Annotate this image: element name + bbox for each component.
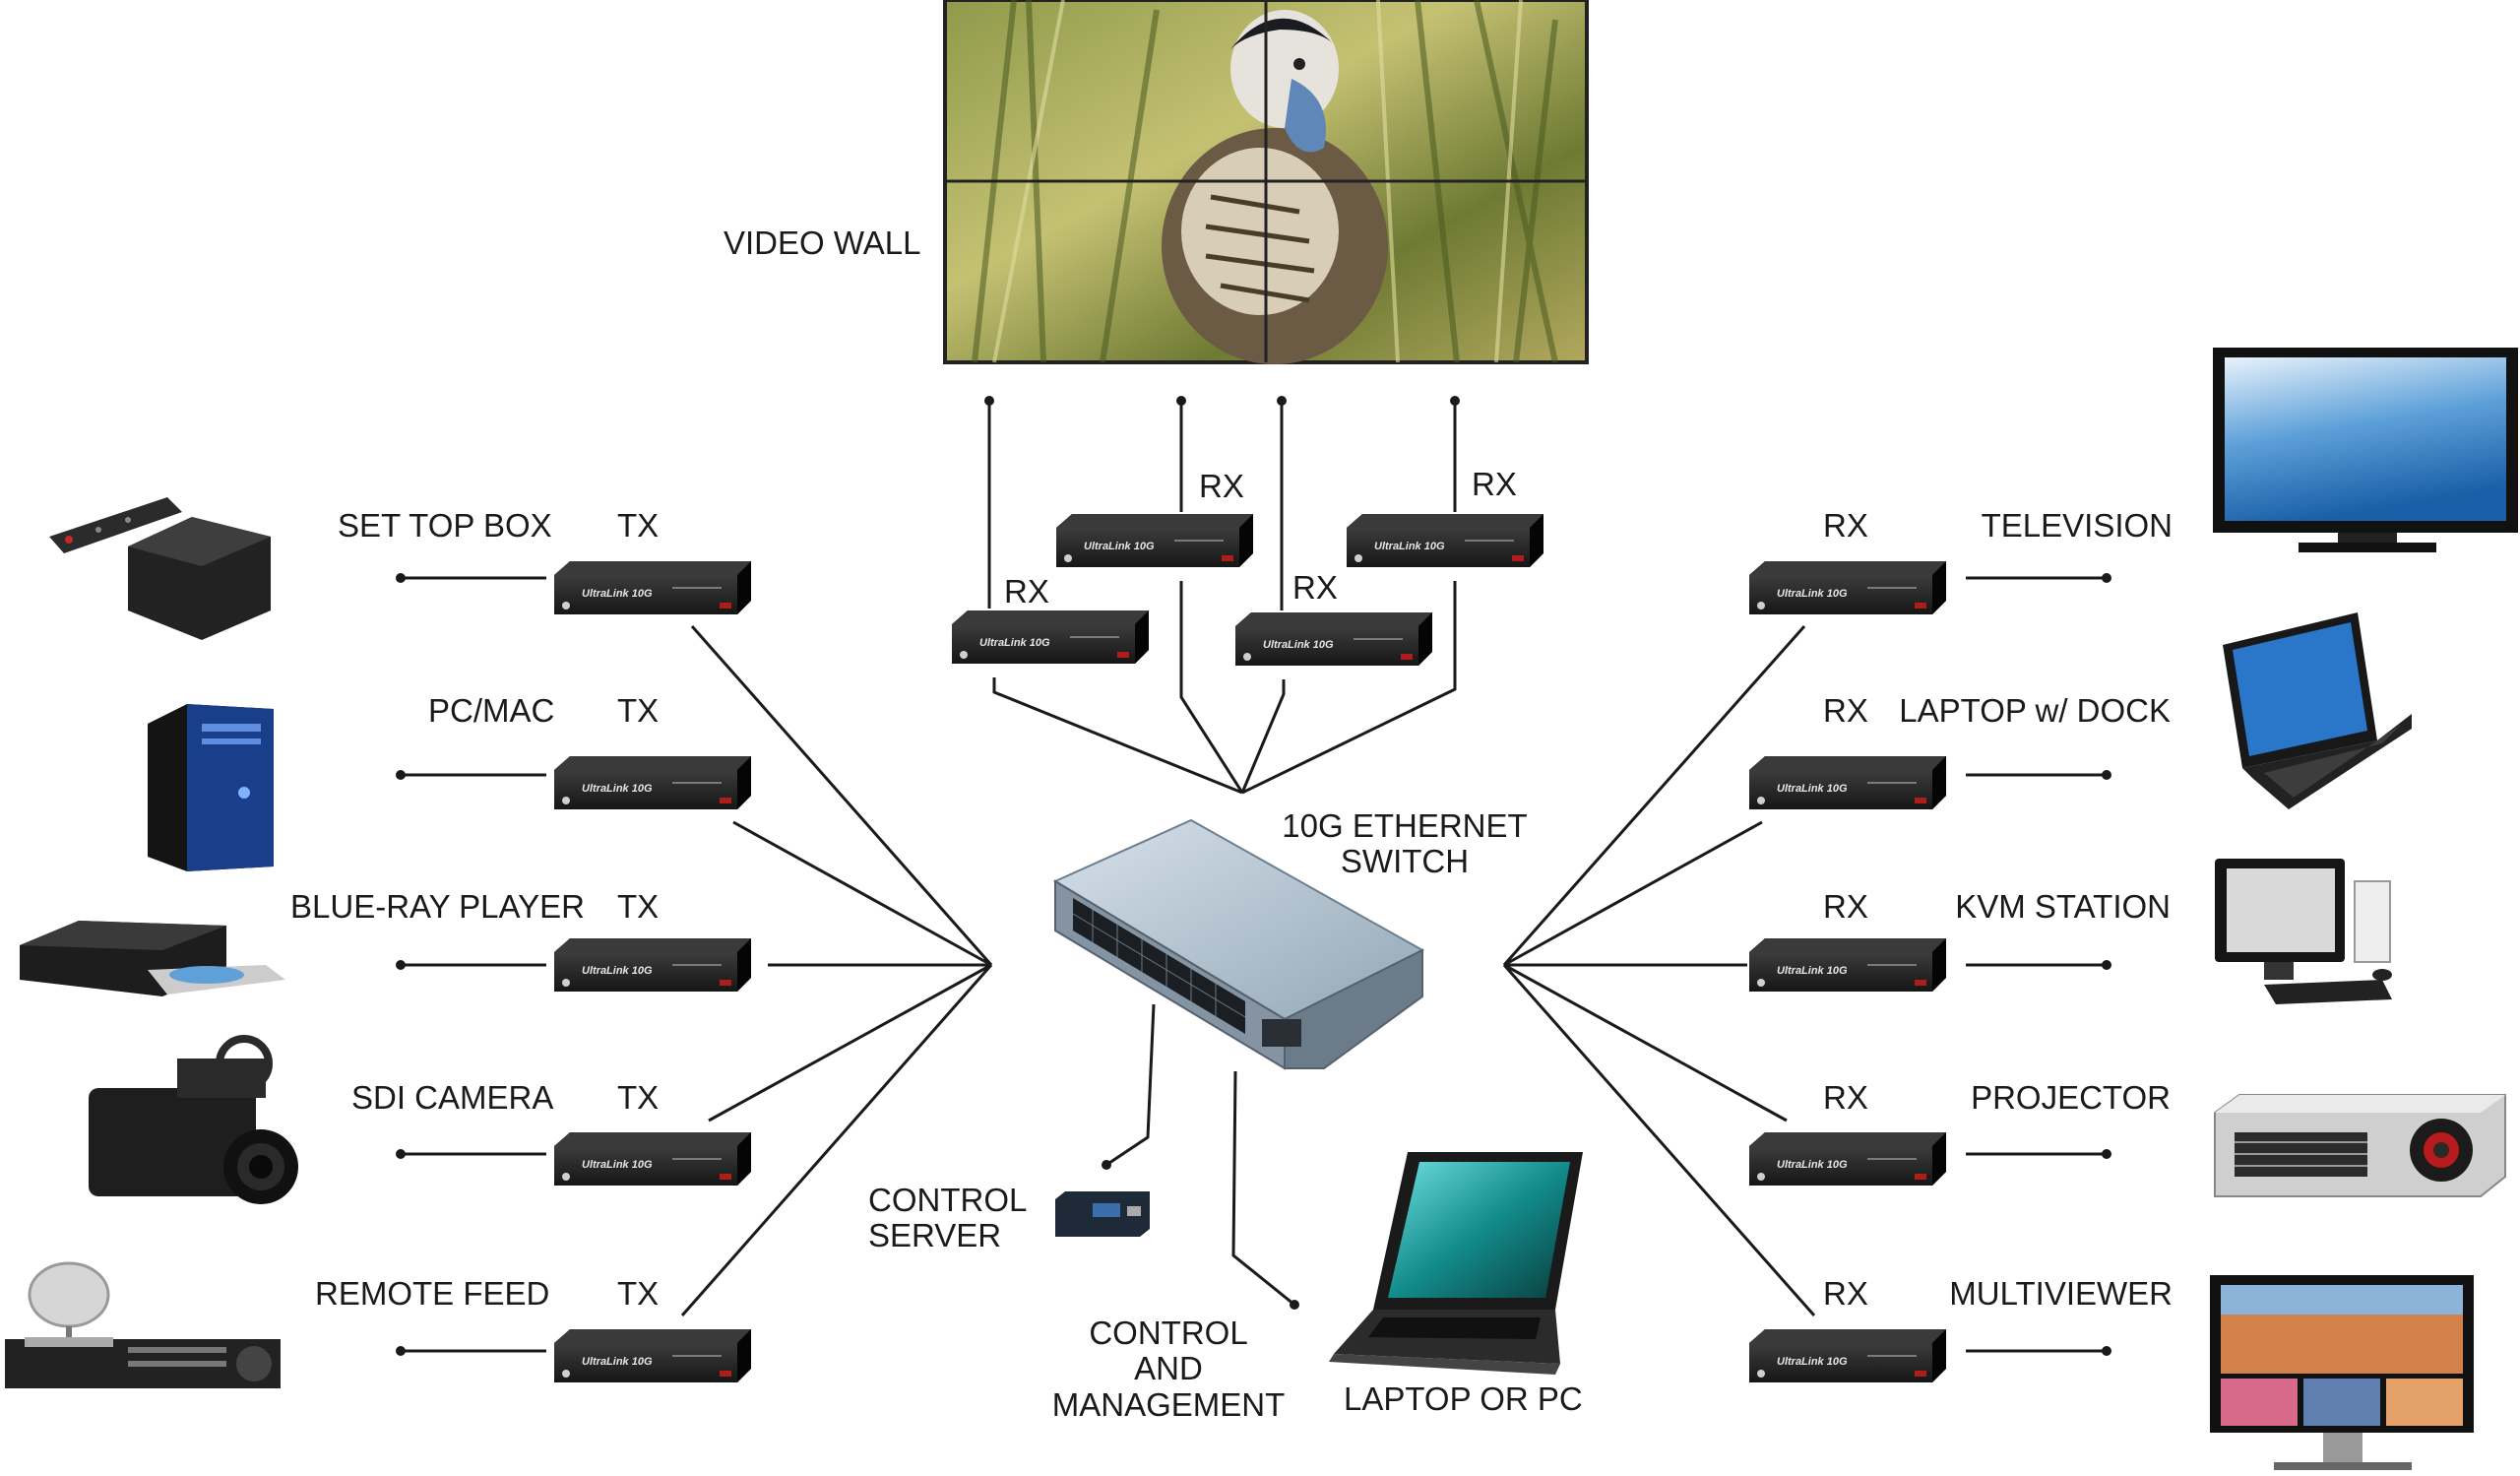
device-brand: UltraLink 10G	[1777, 783, 1848, 795]
ethernet-switch-image	[1052, 818, 1425, 1070]
device-brand: UltraLink 10G	[1777, 1356, 1848, 1368]
wall-receiver-1: UltraLink 10G	[952, 610, 1149, 664]
source-set-top-box-image	[49, 497, 271, 640]
device-brand: UltraLink 10G	[1777, 965, 1848, 977]
device-brand: UltraLink 10G	[582, 588, 653, 600]
rx-box-5: UltraLink 10G	[1749, 1329, 1946, 1382]
rx-tag-4: RX	[1823, 1079, 1868, 1116]
device-brand: UltraLink 10G	[1263, 639, 1334, 651]
control-server-label-line1: CONTROL	[868, 1182, 1027, 1218]
wall-rx-tag-2: RX	[1199, 468, 1244, 504]
display-laptop-dock-image	[2223, 612, 2412, 809]
display-kvm-station-image	[2215, 859, 2392, 1004]
device-brand: UltraLink 10G	[1777, 588, 1848, 600]
tx-box-1: UltraLink 10G	[554, 561, 751, 614]
tx-tag-3: TX	[617, 888, 659, 925]
wall-rx-tag-3: RX	[1292, 569, 1338, 606]
wire-endpoints	[396, 396, 2111, 1356]
laptop-pc-image	[1329, 1152, 1583, 1375]
connection-wires	[401, 401, 2107, 1353]
wall-receiver-3: UltraLink 10G	[1235, 612, 1432, 666]
source-label-4: SDI CAMERA	[351, 1079, 553, 1116]
tx-tag-4: TX	[617, 1079, 659, 1116]
source-label-3: BLUE-RAY PLAYER	[290, 888, 585, 925]
source-blu-ray-image	[20, 921, 285, 996]
device-brand: UltraLink 10G	[582, 965, 653, 977]
rx-tag-5: RX	[1823, 1275, 1868, 1312]
source-label-2: PC/MAC	[428, 692, 554, 729]
rx-box-3: UltraLink 10G	[1749, 938, 1946, 992]
control-mgmt-label-line3: MANAGEMENT	[1052, 1386, 1286, 1423]
device-brand: UltraLink 10G	[1777, 1159, 1848, 1171]
source-sdi-camera-image	[89, 1035, 298, 1204]
switch-label-line1: 10G ETHERNET	[1282, 807, 1527, 844]
tx-box-5: UltraLink 10G	[554, 1329, 751, 1382]
source-label-1: SET TOP BOX	[338, 507, 552, 544]
wall-receiver-2: UltraLink 10G	[1056, 514, 1253, 567]
device-brand: UltraLink 10G	[1084, 541, 1155, 552]
device-brand: UltraLink 10G	[582, 1356, 653, 1368]
source-pc-image	[148, 704, 274, 871]
video-wall-image	[943, 0, 1589, 364]
laptop-pc-label: LAPTOP OR PC	[1344, 1380, 1583, 1417]
display-label-4: PROJECTOR	[1971, 1079, 2171, 1116]
device-brand: UltraLink 10G	[979, 637, 1050, 649]
rx-tag-2: RX	[1823, 692, 1868, 729]
tx-tag-2: TX	[617, 692, 659, 729]
tx-box-4: UltraLink 10G	[554, 1132, 751, 1186]
source-label-5: REMOTE FEED	[315, 1275, 549, 1312]
device-brand: UltraLink 10G	[582, 783, 653, 795]
wall-rx-tag-4: RX	[1472, 466, 1517, 502]
display-label-3: KVM STATION	[1955, 888, 2171, 925]
switch-label-line2: SWITCH	[1341, 843, 1469, 879]
tx-tag-1: TX	[617, 507, 659, 544]
display-label-2: LAPTOP w/ DOCK	[1899, 692, 2171, 729]
rx-box-4: UltraLink 10G	[1749, 1132, 1946, 1186]
source-remote-feed-image	[5, 1261, 281, 1388]
display-label-5: MULTIVIEWER	[1949, 1275, 2173, 1312]
rx-tag-3: RX	[1823, 888, 1868, 925]
display-multiviewer-image	[2210, 1275, 2474, 1470]
display-television-image	[2213, 348, 2518, 552]
rx-box-2: UltraLink 10G	[1749, 756, 1946, 809]
control-mgmt-label-line1: CONTROL	[1089, 1315, 1247, 1351]
rx-tag-1: RX	[1823, 507, 1868, 544]
display-projector-image	[2214, 1094, 2506, 1197]
control-server-label-line2: SERVER	[868, 1217, 1001, 1253]
display-label-1: TELEVISION	[1982, 507, 2173, 544]
tx-tag-5: TX	[617, 1275, 659, 1312]
tx-box-3: UltraLink 10G	[554, 938, 751, 992]
tx-box-2: UltraLink 10G	[554, 756, 751, 809]
control-mgmt-label-line2: AND	[1134, 1350, 1203, 1386]
rx-box-1: UltraLink 10G	[1749, 561, 1946, 614]
wall-receiver-4: UltraLink 10G	[1347, 514, 1544, 567]
control-server-image	[1055, 1191, 1150, 1237]
video-wall-label: VIDEO WALL	[724, 225, 921, 261]
device-brand: UltraLink 10G	[582, 1159, 653, 1171]
wall-rx-tag-1: RX	[1004, 573, 1049, 610]
device-brand: UltraLink 10G	[1374, 541, 1445, 552]
